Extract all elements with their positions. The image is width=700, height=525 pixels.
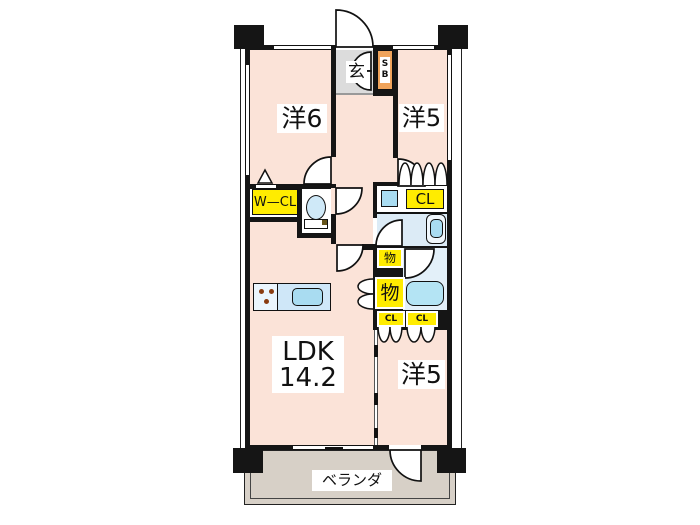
shoe-box-label: S B: [380, 57, 390, 83]
stove-burner-2: [269, 289, 274, 294]
closet-small-right-label: CL: [406, 311, 438, 327]
outer-line-left: [240, 49, 242, 448]
closet-top-label: CL: [406, 189, 444, 209]
window-top-bedroom5: [393, 45, 434, 50]
closet-bifold-1: [398, 162, 412, 186]
kitchen-stove: [253, 283, 278, 311]
veranda-door-arc: [389, 449, 422, 482]
wall-wcl-bottom: [245, 217, 302, 222]
entrance-label: 玄: [346, 61, 367, 83]
kitchen-sink: [292, 288, 323, 306]
wall-bottom-3: [421, 445, 452, 450]
wall-right-1: [447, 45, 452, 55]
toilet-door-arc: [335, 187, 363, 215]
wall-bedroom5-left: [393, 50, 398, 158]
window-left-bedroom6: [245, 65, 250, 175]
wall-top-2: [331, 45, 336, 50]
shoe-box-b: B: [381, 70, 389, 80]
wall-mid-2: [276, 184, 331, 189]
closet-s2-bifold-2: [420, 325, 436, 343]
bathtub: [406, 281, 444, 306]
toilet-tank: [304, 219, 328, 229]
veranda-inner-line: [250, 450, 450, 499]
wall-bottom-2: [373, 445, 389, 450]
window-right-bedroom5: [447, 55, 452, 160]
storage-bifold-1: [357, 278, 374, 295]
corner-block-bottom-right: [437, 448, 466, 473]
bedroom5-bottom-label: 洋5: [398, 360, 445, 389]
shoe-box-s: S: [381, 59, 389, 70]
vanity-bowl: [429, 219, 443, 238]
window-top-bedroom6: [274, 45, 331, 50]
wall-left-2: [245, 175, 250, 445]
stove-burner-3: [264, 299, 269, 304]
bedroom6-door-arc: [303, 156, 332, 185]
wall-genkan-shoebox: [373, 50, 377, 96]
wall-corridor-left-upper: [331, 50, 336, 157]
ldk-name: LDK: [282, 336, 334, 367]
bathroom-door-arc: [404, 248, 435, 279]
outer-line-right: [461, 49, 463, 448]
closet-bifold-4: [434, 162, 448, 186]
stove-burner-1: [259, 289, 264, 294]
sliding-window-tick: [325, 447, 343, 449]
wall-top-3: [373, 45, 393, 50]
corner-block-bottom-left: [233, 448, 263, 473]
wall-toilet-left: [297, 186, 302, 238]
entrance-step-line: [336, 93, 373, 95]
wall-left-1: [245, 45, 250, 65]
wcl-folding-door-icon: [256, 168, 274, 184]
wall-corridor-bottom: [362, 244, 373, 250]
bedroom6-label: 洋6: [277, 104, 327, 133]
sliding-partition: [373, 330, 378, 445]
entrance-door-arc: [335, 9, 374, 48]
wall-under-shoebox: [377, 90, 393, 96]
corner-block-top-left: [234, 25, 264, 49]
sliding-partition-mark3: [373, 428, 378, 438]
closet-s2-bifold-1: [406, 325, 422, 343]
bedroom5-top-label: 洋5: [399, 104, 444, 132]
storage-small-label: 物: [377, 248, 403, 268]
storage-large-label: 物: [375, 277, 405, 309]
wall-toilet-bottom: [297, 233, 336, 238]
closet-s1-bifold-1: [377, 325, 391, 343]
corner-block-top-right: [438, 25, 468, 49]
washing-machine: [381, 190, 398, 207]
wall-bottom-1: [245, 445, 293, 450]
sliding-partition-mark1: [373, 345, 378, 357]
sliding-partition-mark2: [373, 393, 378, 405]
washroom-door-opening: [373, 218, 377, 244]
ldk-size: 14.2: [279, 362, 337, 393]
toilet-button: [322, 220, 327, 225]
closet-bifold-2: [410, 162, 424, 186]
walk-in-closet-label: W—CL: [252, 189, 298, 215]
veranda-label: ベランダ: [312, 470, 392, 491]
washroom-door-arc: [375, 219, 403, 247]
closet-small-left-label: CL: [377, 311, 405, 327]
wall-corridor-left-mid: [331, 184, 336, 188]
closet-s1-bifold-2: [389, 325, 403, 343]
ldk-door-arc: [336, 244, 364, 272]
storage-bifold-2: [357, 293, 374, 310]
wcl-opening: [256, 184, 276, 189]
ldk-label: LDK 14.2: [272, 336, 344, 393]
closet-bifold-3: [422, 162, 436, 186]
wall-corridor-left-lower: [331, 214, 336, 244]
wall-mid-1: [245, 184, 256, 189]
